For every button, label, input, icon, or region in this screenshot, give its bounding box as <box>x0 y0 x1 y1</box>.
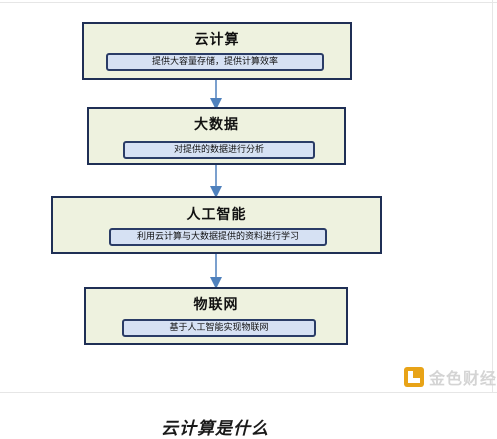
node-description: 对提供的数据进行分析 <box>123 141 315 159</box>
right-divider <box>492 0 493 392</box>
node-title: 云计算 <box>194 32 240 48</box>
top-divider <box>0 2 497 3</box>
watermark-logo-icon <box>404 367 424 387</box>
node-title: 物联网 <box>193 297 239 313</box>
watermark-text: 金色财经 <box>429 369 497 388</box>
node-description: 提供大容量存储，提供计算效率 <box>106 53 324 71</box>
node-big-data: 大数据 对提供的数据进行分析 <box>87 107 346 165</box>
node-description: 利用云计算与大数据提供的资料进行学习 <box>109 228 327 246</box>
figure-caption: 云计算是什么 <box>161 419 269 439</box>
bottom-divider <box>0 392 497 393</box>
node-iot: 物联网 基于人工智能实现物联网 <box>84 287 348 345</box>
node-title: 人工智能 <box>186 207 247 223</box>
node-title: 大数据 <box>194 117 239 133</box>
node-cloud-computing: 云计算 提供大容量存储，提供计算效率 <box>82 22 352 80</box>
node-description: 基于人工智能实现物联网 <box>122 319 316 337</box>
node-ai: 人工智能 利用云计算与大数据提供的资料进行学习 <box>51 196 382 254</box>
watermark: 金色财经 <box>404 366 497 388</box>
